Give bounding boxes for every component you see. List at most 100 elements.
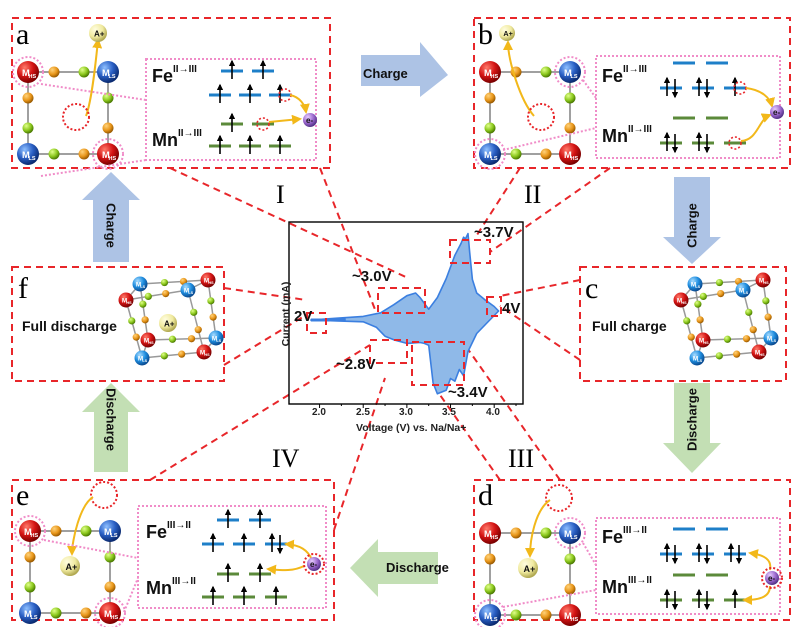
carbon-atom [209, 313, 217, 321]
carbon-atom [78, 148, 90, 160]
metal-label: M [204, 278, 209, 285]
orbital-inset-box [595, 55, 781, 159]
panel-boxes [11, 17, 791, 621]
connector-line-4 [499, 279, 581, 297]
highlight-ring [554, 56, 586, 88]
highlight-ring [14, 515, 46, 547]
nitrogen-atom [48, 148, 60, 160]
ls-metal-sphere [735, 282, 751, 298]
discharge-arrow-left [350, 539, 438, 597]
ls-metal-sphere [208, 330, 224, 346]
nitrogen-atom [484, 122, 496, 134]
annotation-2-8v: ~2.8V [336, 356, 376, 373]
spin-label: LS [771, 339, 776, 343]
ls-metal-sphere [479, 143, 501, 165]
nitrogen-atom [78, 66, 90, 78]
carbon-atom [742, 335, 751, 343]
metal-label: M [693, 356, 698, 363]
carbon-atom [50, 525, 62, 537]
carbon-atom [132, 333, 140, 341]
fe-label-b: FeII→III [602, 64, 647, 86]
carbon-atom [194, 326, 202, 334]
x-tick-3-5: 3.5 [442, 407, 456, 418]
nitrogen-atom [22, 122, 34, 134]
process-arrows [82, 42, 721, 597]
ls-metal-sphere [687, 276, 703, 292]
cation-label: A+ [503, 29, 512, 38]
cube-edge [680, 299, 698, 359]
cv-chart [288, 221, 524, 408]
panel-letter-d: d [478, 479, 493, 512]
charge-arrow-up [82, 172, 140, 262]
cation-ball [60, 556, 80, 576]
metal-label: M [24, 527, 32, 537]
cation-sphere: A+ [518, 558, 538, 578]
hs-metal-sphere [755, 272, 771, 288]
electron-transfer-arrow [266, 564, 305, 575]
metal-corner-2: MLS [479, 143, 501, 165]
cube-edge [207, 279, 217, 339]
carbon-atom [510, 527, 522, 539]
highlight-ring [474, 599, 506, 631]
metal-label: M [102, 150, 110, 160]
ls-metal-sphere [689, 350, 705, 366]
electron-sphere: e- [303, 553, 325, 575]
electron-ball [765, 571, 779, 585]
electron-sphere: e- [303, 113, 317, 127]
cation-label: A+ [94, 30, 105, 39]
nitrogen-atom [80, 525, 92, 537]
stage-label-2: II [524, 180, 542, 209]
x-tick-2-0: 2.0 [312, 407, 326, 418]
nitrogen-atom [723, 335, 732, 343]
fe-label-d: FeIII→II [602, 525, 647, 547]
connector-line-6 [464, 344, 561, 481]
carbon-atom [162, 290, 170, 298]
cation-migration-arrow [503, 40, 535, 117]
nitrogen-atom [168, 335, 177, 343]
metal-label: M [564, 150, 572, 160]
cube-edge [694, 279, 764, 285]
nitrogen-atom [104, 551, 116, 563]
annotation-2-8v-box [369, 339, 408, 364]
nitrogen-atom [144, 292, 152, 300]
metal-corner-2: MLS [17, 143, 39, 165]
cube-edge [147, 337, 217, 341]
hs-metal-sphere [97, 143, 119, 165]
state-full-discharge: Full discharge [22, 318, 117, 334]
vacancy-ring [62, 103, 90, 131]
electron-label: e- [310, 560, 317, 569]
electron-ball [770, 105, 784, 119]
panel-letter-a: a [16, 18, 30, 51]
framework-edges [489, 71, 571, 155]
spin-label: LS [571, 74, 578, 80]
hs-metal-sphere [751, 344, 767, 360]
nitrogen-atom [745, 308, 753, 316]
energy-level-diagrams: e-e-e-e- [40, 55, 784, 615]
hs-metal-sphere [673, 292, 689, 308]
spin-label: LS [216, 339, 221, 343]
cube-full-charge [680, 277, 772, 360]
metal-corner-3: MHS [559, 143, 581, 165]
ls-metal-sphere [763, 330, 779, 346]
cube-edge [139, 279, 209, 285]
arrow-label-e-to-f: Discharge [103, 388, 119, 451]
framework-edges [27, 71, 109, 155]
carbon-atom [24, 551, 36, 563]
ls-metal-sphere [97, 61, 119, 83]
spin-label: LS [743, 291, 748, 295]
spin-label: LS [111, 533, 118, 539]
nitrogen-atom [762, 297, 770, 305]
panel-letter-b: b [478, 18, 493, 51]
carbon-atom [80, 607, 92, 619]
cube-edge [694, 283, 704, 341]
connector-line-9 [333, 377, 386, 531]
spin-label: LS [188, 291, 193, 295]
panel-box-a [11, 17, 331, 169]
hs-metal-sphere [479, 61, 501, 83]
